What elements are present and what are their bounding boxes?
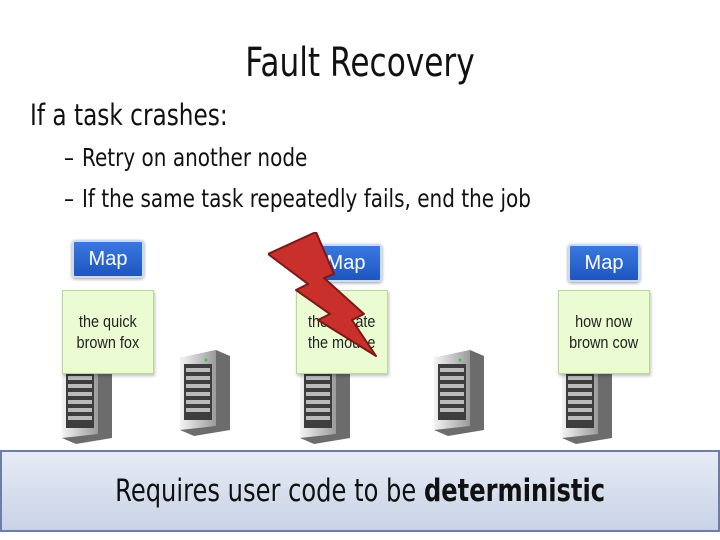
lightning-bolt-icon — [268, 232, 377, 357]
server-icon — [62, 358, 112, 444]
sub-bullet-end-job: –If the same task repeatedly fails, end … — [64, 184, 531, 213]
footer-text: Requires user code to be — [114, 473, 424, 509]
server-icon — [180, 350, 230, 436]
map-task-box: Map — [568, 244, 640, 282]
footer-callout: Requires user code to be deterministic — [0, 450, 720, 532]
sub-bullet-retry: –Retry on another node — [64, 143, 307, 172]
main-bullet: If a task crashes: — [30, 98, 228, 132]
note-line: brown fox — [76, 333, 140, 352]
note-line: how now — [575, 312, 633, 331]
server-icon — [300, 358, 350, 444]
dash-marker: – — [64, 143, 74, 172]
dash-marker: – — [64, 184, 74, 213]
server-icon — [562, 358, 612, 444]
server-icon — [434, 350, 484, 436]
note-line: brown cow — [569, 333, 639, 352]
input-split-note: the quick brown fox — [62, 290, 154, 374]
input-split-note: how now brown cow — [558, 290, 650, 374]
note-line: the quick — [79, 312, 137, 331]
sub-bullet-end-job-text: If the same task repeatedly fails, end t… — [82, 184, 531, 213]
sub-bullet-retry-text: Retry on another node — [82, 143, 308, 172]
slide-title: Fault Recovery — [245, 40, 475, 86]
map-task-box: Map — [72, 240, 144, 278]
footer-emphasis: deterministic — [423, 473, 606, 509]
